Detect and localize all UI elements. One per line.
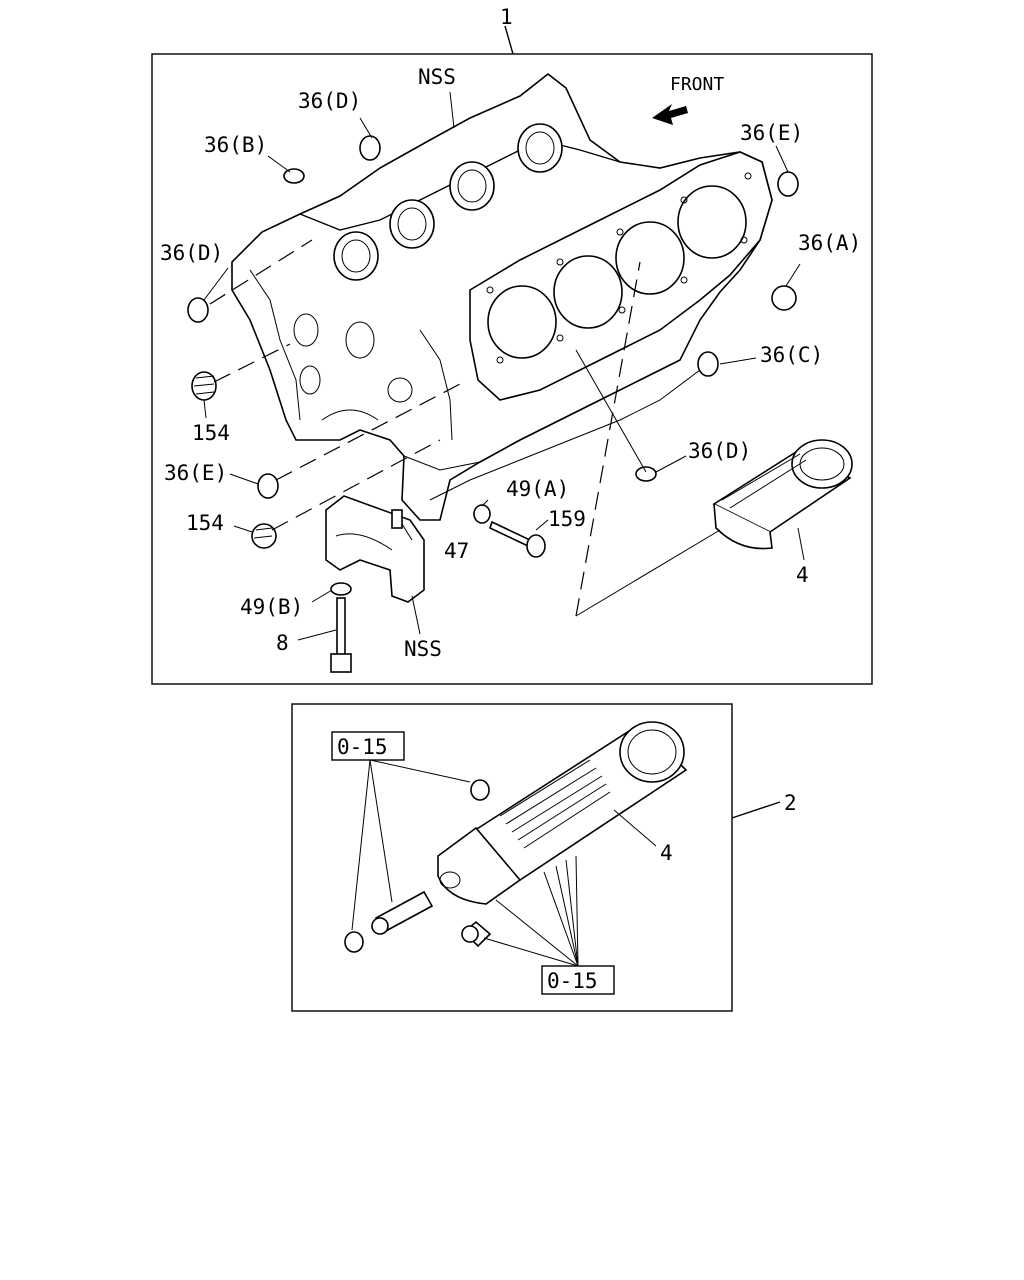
alignment-line — [271, 439, 441, 531]
plug-36d-top — [359, 135, 381, 161]
label-36d-top: 36(D) — [298, 89, 361, 113]
front-label: FRONT — [670, 74, 724, 95]
label-kit-box-bottom: 0-15 — [547, 969, 598, 993]
dowel-47 — [391, 509, 403, 529]
ref-2-label: 2 — [784, 791, 797, 815]
ref-1-leader — [504, 25, 514, 55]
front-arrow-icon — [652, 104, 688, 125]
label-47: 47 — [444, 539, 469, 563]
piston-liner-assembly — [437, 721, 688, 905]
snap-ring-lower — [344, 931, 364, 953]
washer-49b — [330, 582, 352, 596]
label-154-upper: 154 — [192, 421, 230, 445]
kit-box-top — [331, 731, 405, 761]
label-36b: 36(B) — [204, 133, 267, 157]
pin-bush — [461, 920, 492, 948]
label-4-kit: 4 — [660, 841, 673, 865]
plug-36d-lower — [635, 466, 657, 482]
label-nss-bottom: NSS — [404, 637, 442, 661]
label-8: 8 — [276, 631, 289, 655]
bolt-8 — [330, 597, 352, 673]
plug-36b — [283, 168, 305, 184]
ref-2-leader — [731, 801, 781, 819]
label-36d-left: 36(D) — [160, 241, 223, 265]
label-36c: 36(C) — [760, 343, 823, 367]
alignment-line — [575, 261, 641, 617]
label-159: 159 — [548, 507, 586, 531]
piston-pin — [371, 890, 434, 935]
kit-frame — [291, 703, 733, 1012]
alignment-line — [275, 383, 461, 481]
label-36d-lower: 36(D) — [688, 439, 751, 463]
plug-154-lower — [251, 523, 277, 549]
alignment-line — [209, 239, 313, 305]
label-49b: 49(B) — [240, 595, 303, 619]
plug-36a — [771, 285, 797, 311]
cylinder-block — [231, 72, 773, 521]
label-36e-top: 36(E) — [740, 121, 803, 145]
plug-36d-left — [187, 297, 209, 323]
ref-1-label: 1 — [500, 5, 513, 29]
label-nss-top: NSS — [418, 65, 456, 89]
alignment-line — [213, 343, 291, 383]
label-36a: 36(A) — [798, 231, 861, 255]
leader-line — [575, 529, 721, 617]
plug-36e-top — [777, 171, 799, 197]
plug-36e-left — [257, 473, 279, 499]
washer-49a — [473, 504, 491, 524]
label-4-main: 4 — [796, 563, 809, 587]
label-154-lower: 154 — [186, 511, 224, 535]
leader-line — [575, 349, 647, 473]
label-49a: 49(A) — [506, 477, 569, 501]
kit-box-bottom — [541, 965, 615, 995]
bolt-159 — [489, 520, 546, 558]
label-kit-box-top: 0-15 — [337, 735, 388, 759]
plug-36c — [697, 351, 719, 377]
snap-ring-upper — [470, 779, 490, 801]
main-frame — [151, 53, 873, 685]
label-36e-left: 36(E) — [164, 461, 227, 485]
cylinder-liner-main — [712, 439, 853, 550]
plug-154-upper — [191, 371, 217, 401]
